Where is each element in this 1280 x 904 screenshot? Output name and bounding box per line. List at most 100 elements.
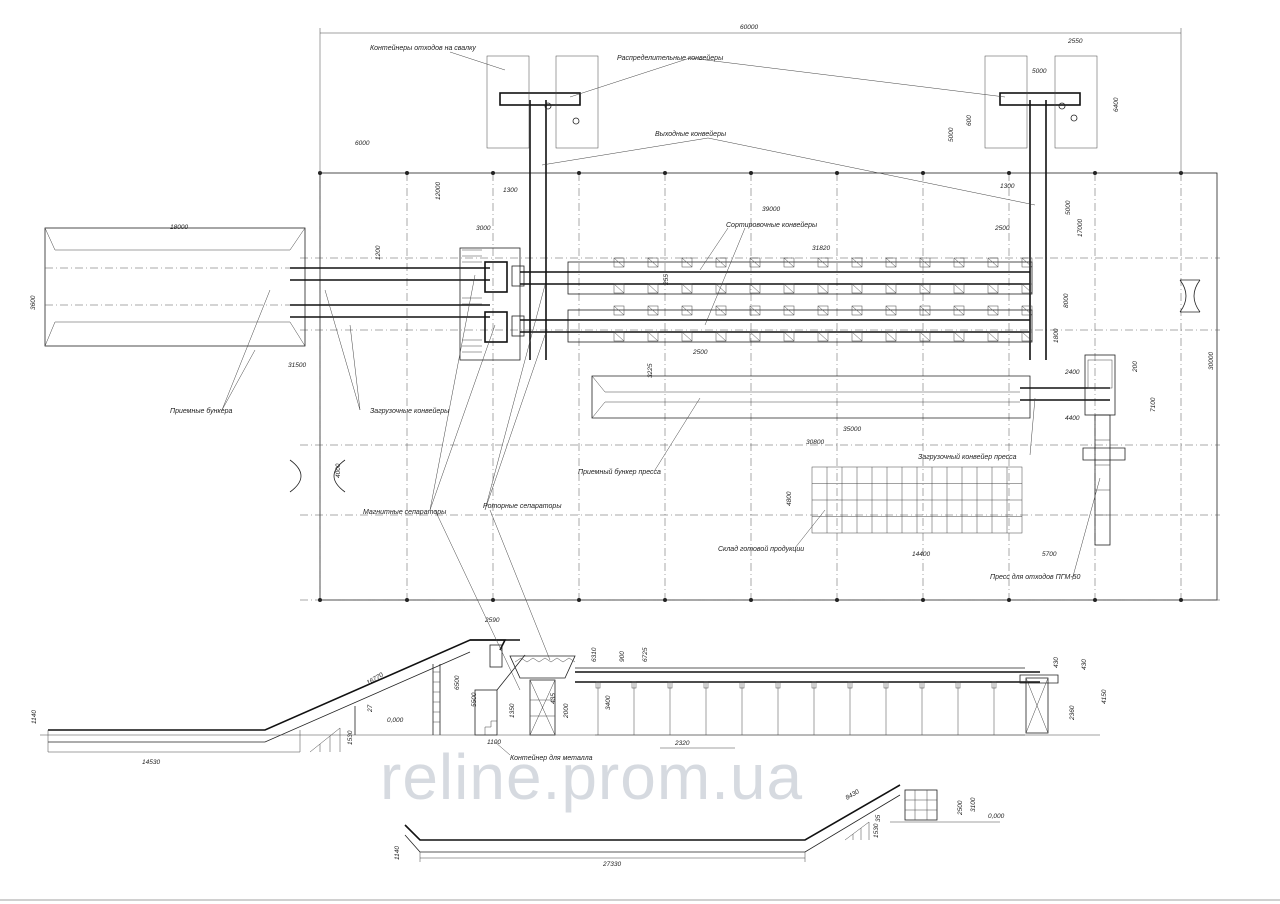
dim: 430: [1081, 659, 1088, 670]
dim: 600: [966, 115, 973, 126]
dim: 12000: [435, 182, 442, 200]
dim: 2320: [674, 740, 690, 747]
dim: 30000: [1208, 352, 1215, 370]
dim: 3000: [476, 225, 491, 232]
dim: 5000: [1032, 68, 1047, 75]
dim: 7100: [1150, 397, 1157, 412]
waste-press: [1082, 354, 1126, 546]
dim: 5000: [1065, 200, 1072, 215]
rotor-separator-unit: [470, 639, 576, 736]
gate-right-symbol: [1179, 279, 1201, 313]
dim: 2400: [1064, 369, 1080, 376]
workstation: [749, 257, 761, 268]
dim: 16770: [366, 671, 385, 686]
workstation: [681, 305, 693, 316]
dim: 2500: [692, 349, 708, 356]
workstation: [851, 305, 863, 316]
workstation: [783, 283, 795, 294]
separator-block: [459, 247, 525, 361]
workstation: [953, 305, 965, 316]
dim: 35: [875, 814, 882, 822]
dim: 430: [1053, 657, 1060, 668]
workstation: [851, 331, 863, 342]
dim: 1300: [503, 187, 518, 194]
output-conveyors: [529, 100, 1047, 360]
press-bunker: [591, 375, 1110, 419]
dim: 8430: [845, 788, 861, 801]
dim: 1200: [375, 245, 382, 260]
workstation: [647, 305, 659, 316]
dim: 2590: [484, 617, 500, 624]
workstation: [681, 283, 693, 294]
label-dump-containers: Контейнеры отходов на свалку: [370, 44, 476, 52]
dim: 17000: [1077, 219, 1084, 237]
dim: 27: [367, 704, 374, 713]
workstation: [1021, 283, 1033, 294]
label-output-conveyors: Выходные конвейеры: [655, 130, 727, 138]
column-markers: [318, 171, 1183, 602]
leader-lines: [221, 51, 1101, 756]
dim: 0,000: [988, 813, 1005, 820]
workstation: [953, 331, 965, 342]
section-view: [0, 639, 1280, 901]
workstation: [987, 257, 999, 268]
workstation: [817, 257, 829, 268]
workstation: [749, 283, 761, 294]
workstation: [647, 283, 659, 294]
label-magnetic-separators: Магнитные сепараторы: [363, 509, 447, 516]
dim: 6500: [454, 675, 461, 690]
label-distribution-conveyors: Распределительные конвейеры: [617, 54, 724, 62]
label-press-bunker: Приемный бункер пресса: [578, 468, 661, 476]
sorter-workstations: [613, 257, 1033, 342]
workstation: [817, 331, 829, 342]
dim: 35000: [843, 426, 861, 433]
workstation: [885, 305, 897, 316]
workstation: [987, 305, 999, 316]
receiving-bunkers: [44, 227, 306, 347]
workstation: [715, 331, 727, 342]
distribution-conveyors: [499, 92, 1081, 125]
dim: 3225: [647, 363, 654, 378]
dim: 60000: [740, 24, 758, 31]
sorting-conveyors: [520, 261, 1033, 343]
workstation: [783, 305, 795, 316]
label-sorting-conveyors: Сортировочные конвейеры: [726, 221, 818, 229]
dim: 27330: [602, 861, 621, 868]
dim: 6725: [642, 647, 649, 662]
plan-view: [44, 28, 1220, 602]
workstation: [613, 283, 625, 294]
dim: 2550: [1067, 38, 1083, 45]
workstation: [749, 331, 761, 342]
dim: 2360: [1069, 705, 1076, 721]
workstation: [681, 257, 693, 268]
dim: 8000: [1063, 293, 1070, 308]
dim: 1530: [347, 730, 354, 745]
workstation: [749, 305, 761, 316]
dim: 5700: [1042, 551, 1057, 558]
dim: 3400: [605, 695, 612, 710]
workstation: [919, 257, 931, 268]
dim: 6400: [1113, 97, 1120, 112]
workstation: [715, 305, 727, 316]
workstation: [885, 331, 897, 342]
sorting-conveyor-section: [575, 667, 1059, 749]
workstation: [987, 283, 999, 294]
workstation: [783, 257, 795, 268]
dim: 900: [619, 651, 626, 662]
dim: 31820: [812, 245, 830, 252]
dim: 435: [550, 693, 557, 704]
dim: 1800: [1053, 328, 1060, 343]
label-rotor-separators: Роторные сепараторы: [483, 503, 562, 510]
workstation: [715, 257, 727, 268]
dim: 4000: [335, 463, 342, 478]
workstation: [817, 305, 829, 316]
dim: 3600: [30, 295, 37, 310]
label-metal-container: Контейнер для металла: [510, 754, 593, 762]
dim: 2500: [957, 800, 964, 816]
watermark: reline.prom.ua: [380, 741, 804, 813]
workstation: [681, 331, 693, 342]
workstation: [1021, 257, 1033, 268]
gate-left-symbol: [289, 459, 346, 493]
label-waste-press: Пресс для отходов ПГМ-50: [990, 573, 1081, 581]
